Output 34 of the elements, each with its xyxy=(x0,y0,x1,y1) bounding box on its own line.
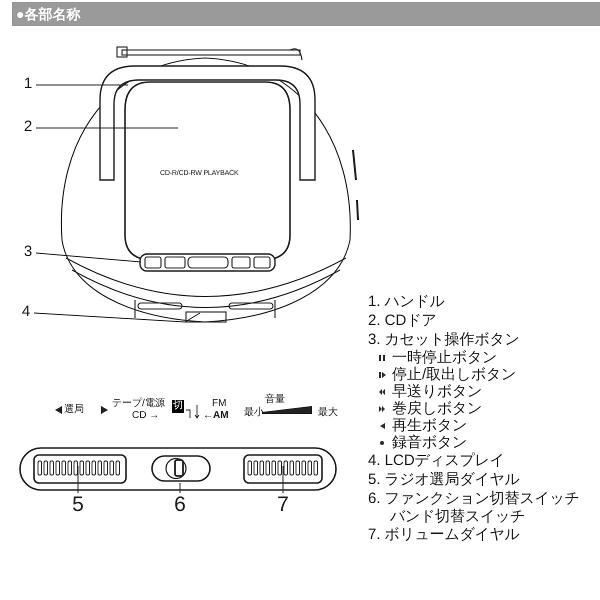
part-name: バンド切替スイッチ xyxy=(390,508,525,527)
callout-number: 2 xyxy=(22,119,34,134)
switch-label: テープ/電源 xyxy=(112,398,165,410)
part-name: 巻戻しボタン xyxy=(392,400,482,418)
band-label: FM xyxy=(212,398,226,410)
part-name: 一時停止ボタン xyxy=(392,349,497,366)
part-name: 5. ラジオ選局ダイヤル xyxy=(368,471,520,490)
callout-number: 6 xyxy=(172,494,188,515)
part-name: 4. LCDディスプレイ xyxy=(368,452,505,471)
callout-number: 3 xyxy=(22,244,34,259)
dial-label: 選局 xyxy=(64,404,84,416)
switch-label: CD → xyxy=(132,410,160,422)
part-name: 早送りボタン xyxy=(392,383,482,400)
leader-line xyxy=(34,312,200,322)
leader-line xyxy=(36,252,142,262)
part-name: 1. ハンドル xyxy=(368,293,445,312)
leader-line xyxy=(282,466,284,494)
switch-label: 切 xyxy=(172,400,184,412)
part-name: 3. カセット操作ボタン xyxy=(368,331,520,350)
part-name: 録音ボタン xyxy=(392,434,467,452)
part-name: 7. ボリュームダイヤル xyxy=(368,526,520,545)
callout-number: 4 xyxy=(20,304,32,319)
callout-number: 5 xyxy=(70,494,86,515)
leader-line xyxy=(36,84,128,86)
volume-max-label: 最大 xyxy=(318,407,338,420)
callout-number: 7 xyxy=(275,494,291,515)
part-name: 再生ボタン xyxy=(392,417,467,434)
section-header: ●各部名称 xyxy=(12,2,600,26)
part-name: 2. CDドア xyxy=(368,312,436,331)
volume-label: 音量 xyxy=(265,394,285,406)
part-name: 停止/取出しボタン xyxy=(392,366,516,384)
part-name: 6. ファンクション切替スイッチ xyxy=(368,490,580,508)
band-label: ←AM xyxy=(203,410,229,422)
callout-number: 1 xyxy=(22,76,34,91)
